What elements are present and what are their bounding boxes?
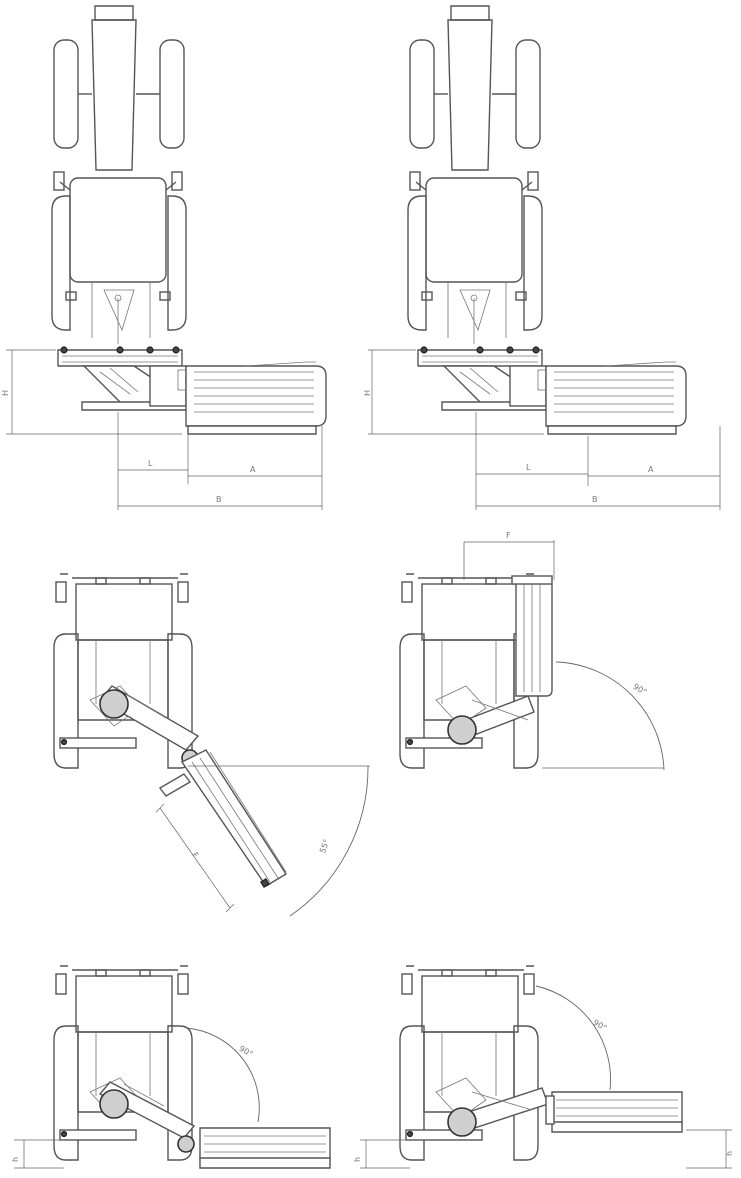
reach-label-tilt: F [190, 851, 200, 860]
angle-label-vertical: 90° [632, 682, 649, 697]
h-label-low-right-2: h [725, 1151, 734, 1156]
dim-a-label: A [250, 465, 256, 474]
dim-height-label: H [1, 390, 10, 396]
angle-label-low-right: 90° [592, 1018, 609, 1033]
h-label-low-right: h [353, 1157, 362, 1162]
top-view-left: H L A B [1, 5, 327, 510]
h-label-low-left: h [11, 1157, 20, 1162]
angle-label-low-left: 90° [238, 1044, 255, 1059]
dim-b-label: B [216, 495, 222, 504]
reach-label-vertical: F [506, 531, 511, 540]
rear-view-low-left: 90° h [11, 965, 331, 1169]
top-view-right: H L A B [363, 5, 721, 510]
angle-label-tilt: 55° [318, 838, 331, 854]
dim-a-label-2: A [648, 465, 654, 474]
dim-height-label-2: H [363, 390, 372, 396]
dim-l-label: L [148, 459, 153, 468]
rear-view-low-right: 90° h h [353, 965, 734, 1169]
rear-view-tilt: 55° F [53, 573, 370, 917]
dim-b-label-2: B [592, 495, 598, 504]
dim-l-label-2: L [526, 463, 531, 472]
rear-view-vertical: F 90° [399, 531, 665, 771]
